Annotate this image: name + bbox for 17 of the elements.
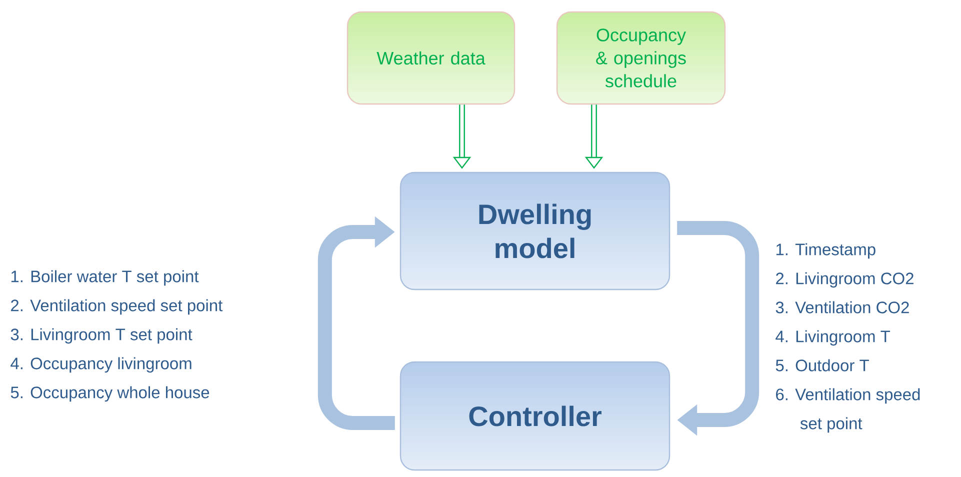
list-item: 3. Livingroom T set point xyxy=(10,328,192,344)
arrow xyxy=(677,221,760,436)
list-item: 2. Ventilation speed set point xyxy=(11,299,223,315)
list-item: 2. Livingroom CO2 xyxy=(776,272,914,288)
list-item: 6. Ventilation speed set point xyxy=(776,388,920,433)
arrow xyxy=(318,216,395,430)
list-item: 4. Livingroom T xyxy=(776,330,890,346)
input-box: Occupancy & openings schedule xyxy=(556,11,726,105)
list-item: 4. Occupancy livingroom xyxy=(10,357,192,373)
process-box: Dwelling model xyxy=(400,172,670,290)
input-box: Weather data xyxy=(346,11,516,105)
list-item: 3. Ventilation CO2 xyxy=(776,301,909,314)
process-box: Controller xyxy=(400,361,670,471)
list-item: 1. Timestamp xyxy=(776,243,876,259)
list-item: 5. Outdoor T xyxy=(776,359,869,372)
list-item: 1. Boiler water T set point xyxy=(11,270,199,286)
list-item: 5. Occupancy whole house xyxy=(10,386,210,402)
